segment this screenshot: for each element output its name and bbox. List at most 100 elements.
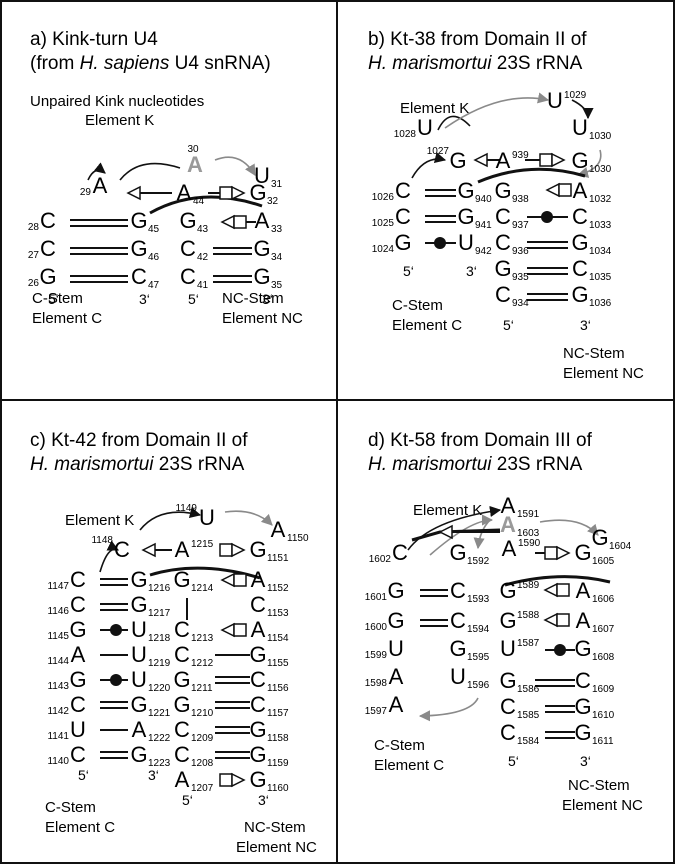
panel-b-5prime-c: 5‘: [403, 263, 414, 279]
nucleotide-number: 1151: [267, 553, 289, 564]
nucleotide-number: 1593: [467, 594, 490, 605]
nucleotide-base: G: [387, 608, 404, 633]
nucleotide-base: C: [495, 282, 511, 307]
panel-a-3prime-nc: 3‘: [262, 291, 273, 307]
nucleotide-number: 1214: [191, 583, 214, 594]
nucleotide-base: A: [389, 664, 404, 689]
nucleotide-number: 1035: [589, 272, 612, 283]
nucleotide-base: C: [70, 692, 86, 717]
nucleotide-number: 1142: [47, 706, 69, 717]
nucleotide-number: 1209: [191, 733, 214, 744]
nucleotide-number: 1145: [47, 631, 69, 642]
panel-d-title: d) Kt-58 from Domain III of: [368, 430, 593, 451]
nucleotide-number: 1221: [148, 708, 171, 719]
nucleotide-base: C: [174, 642, 190, 667]
nucleotide-number: 935: [512, 272, 529, 283]
nucleotide-base: C: [180, 236, 196, 261]
nucleotide-number: 1219: [148, 658, 171, 669]
nucleotide-number: 1585: [517, 710, 540, 721]
nucleotide-number: 942: [475, 246, 492, 257]
nucleotide-base: A: [187, 152, 203, 177]
nucleotide-base: G: [494, 256, 511, 281]
nucleotide-base: C: [114, 537, 130, 562]
nucleotide-number: 1143: [47, 681, 69, 692]
nucleotide-base: G: [249, 767, 266, 792]
nucleotide-base: C: [250, 592, 266, 617]
nucleotide-base: G: [499, 578, 516, 603]
panel-c-connectors: [99, 507, 273, 788]
nucleotide-base: A: [251, 567, 266, 592]
panel-d-element-c-label: Element C: [374, 757, 444, 774]
nucleotide-number: 1030: [589, 131, 612, 142]
nucleotide-base: U: [547, 88, 563, 113]
nucleotide-number: 1589: [517, 580, 540, 591]
panel-b-5prime-nc: 5‘: [503, 317, 514, 333]
nucleotide-number: 29: [80, 187, 92, 198]
nucleotide-number: 1033: [589, 220, 612, 231]
nucleotide-number: 1211: [191, 683, 213, 694]
nucleotide-base: G: [173, 667, 190, 692]
nucleotide-number: 1600: [365, 622, 388, 633]
panel-c-3prime-nc: 3‘: [258, 792, 269, 808]
nucleotide-base: U: [131, 642, 147, 667]
nucleotide-base: G: [173, 692, 190, 717]
nucleotide-number: 1604: [609, 541, 632, 552]
panel-c-3prime-c: 3‘: [148, 767, 159, 783]
nucleotide-number: 1147: [47, 581, 69, 592]
nucleotide-number: 1603: [517, 528, 540, 539]
nucleotide-base: C: [450, 578, 466, 603]
nucleotide-base: G: [249, 742, 266, 767]
nucleotide-number: 32: [267, 196, 279, 207]
panel-c-subtitle: H. marismortui 23S rRNA: [30, 454, 245, 475]
nucleotide-number: 1605: [592, 556, 615, 567]
nucleotide-base: A: [496, 148, 511, 173]
nucleotide-base: G: [457, 178, 474, 203]
nucleotide-base: C: [40, 208, 56, 233]
nucleotide-base: U: [417, 115, 433, 140]
nucleotide-base: U: [572, 115, 588, 140]
nucleotide-base: A: [255, 208, 270, 233]
nucleotide-base: C: [250, 667, 266, 692]
nucleotide-base: G: [249, 537, 266, 562]
nucleotide-number: 940: [475, 194, 492, 205]
nucleotide-base: C: [495, 204, 511, 229]
nucleotide-base: A: [251, 617, 266, 642]
nucleotide-number: 1594: [467, 624, 490, 635]
nucleotide-number: 1208: [191, 758, 214, 769]
panel-c-ncstem-label: NC-Stem: [244, 819, 306, 836]
nucleotide-base: G: [449, 540, 466, 565]
panel-b-cstem-label: C-Stem: [392, 297, 443, 314]
nucleotide-number: 27: [28, 250, 40, 261]
nucleotide-base: C: [131, 264, 147, 289]
nucleotide-number: 1223: [148, 758, 171, 769]
nucleotide-number: 1590: [518, 538, 541, 549]
nucleotide-base: G: [130, 692, 147, 717]
nucleotide-base: A: [71, 642, 86, 667]
nucleotide-base: C: [500, 694, 516, 719]
nucleotide-number: 1153: [267, 608, 289, 619]
nucleotide-C27: C27: [28, 236, 56, 261]
nucleotide-number: 1210: [191, 708, 214, 719]
nucleotide-base: U: [70, 717, 86, 742]
